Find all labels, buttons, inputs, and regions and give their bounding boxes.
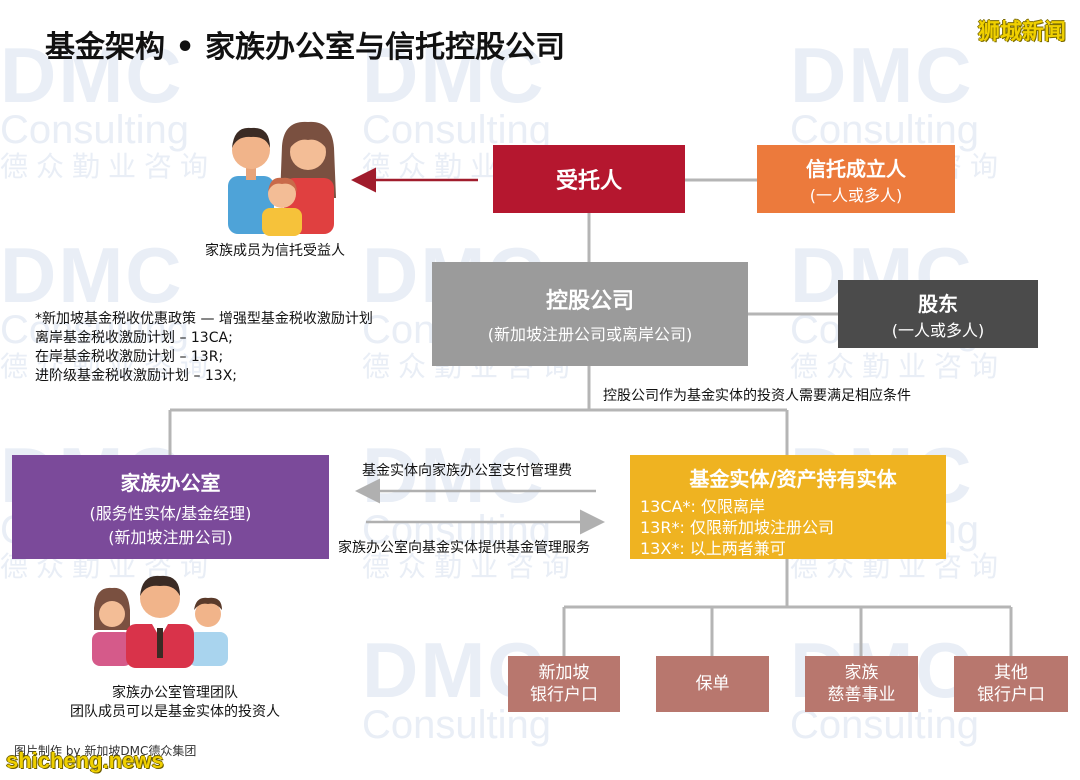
family-caption: 家族成员为信托受益人 <box>205 243 345 259</box>
account-line: 银行户口 <box>977 685 1045 705</box>
team-caption: 家族办公室管理团队 团队成员可以是基金实体的投资人 <box>0 684 350 722</box>
account-box-charity: 家族 慈善事业 <box>805 656 918 712</box>
account-box-other-bank: 其他 银行户口 <box>954 656 1068 712</box>
fund-entity-box: 基金实体/资产持有实体 13CA*: 仅限离岸 13R*: 仅限新加坡注册公司 … <box>630 455 946 559</box>
account-line: 慈善事业 <box>827 685 896 705</box>
account-line: 新加坡 <box>538 663 590 683</box>
family-office-label: 家族办公室 <box>120 470 221 495</box>
fund-entity-line: 13R*: 仅限新加坡注册公司 <box>640 518 834 537</box>
account-line: 其他 <box>994 663 1028 683</box>
holding-condition-label: 控股公司作为基金实体的投资人需要满足相应条件 <box>603 388 911 404</box>
family-office-sub2: (新加坡注册公司) <box>108 527 233 547</box>
settlor-box: 信托成立人 (一人或多人) <box>757 145 955 213</box>
trustee-box: 受托人 <box>493 145 685 213</box>
account-box-policy: 保单 <box>656 656 769 712</box>
tax-note-line: 进阶级基金税收激励计划 – 13X; <box>35 368 238 384</box>
family-office-box: 家族办公室 (服务性实体/基金经理) (新加坡注册公司) <box>12 455 329 559</box>
team-caption-line: 团队成员可以是基金实体的投资人 <box>70 704 280 720</box>
tax-incentive-note: *新加坡基金税收优惠政策 — 增强型基金税收激励计划 离岸基金税收激励计划 – … <box>35 310 373 386</box>
account-line: 家族 <box>844 663 879 683</box>
tax-note-line: *新加坡基金税收优惠政策 — 增强型基金税收激励计划 <box>35 311 373 327</box>
holding-company-box: 控股公司 (新加坡注册公司或离岸公司) <box>432 262 748 366</box>
page-title: 基金架构 • 家族办公室与信托控股公司 <box>45 30 566 65</box>
settlor-label: 信托成立人 <box>806 156 906 181</box>
holding-sub: (新加坡注册公司或离岸公司) <box>487 325 693 344</box>
family-office-sub1: (服务性实体/基金经理) <box>89 503 252 523</box>
account-box-singapore-bank: 新加坡 银行户口 <box>508 656 620 712</box>
team-caption-line: 家族办公室管理团队 <box>112 685 238 701</box>
shareholder-box: 股东 (一人或多人) <box>838 280 1038 348</box>
management-fee-label: 基金实体向家族办公室支付管理费 <box>362 463 572 479</box>
trustee-label: 受托人 <box>555 169 622 194</box>
account-line: 保单 <box>695 674 730 694</box>
fund-entity-line: 13CA*: 仅限离岸 <box>640 497 765 516</box>
shareholder-label: 股东 <box>918 291 958 316</box>
fund-entity-label: 基金实体/资产持有实体 <box>689 467 897 491</box>
shareholder-sub: (一人或多人) <box>891 320 985 340</box>
holding-label: 控股公司 <box>545 289 634 314</box>
brand-logo-top: 狮城新闻 <box>977 20 1066 45</box>
team-icon <box>92 575 228 668</box>
tax-note-line: 在岸基金税收激励计划 – 13R; <box>35 349 224 365</box>
family-icon <box>228 121 336 236</box>
tax-note-line: 离岸基金税收激励计划 – 13CA; <box>35 330 233 346</box>
account-line: 银行户口 <box>530 685 598 705</box>
brand-logo-bottom: shicheng.news <box>6 748 164 773</box>
credit-text: 图片制作 by 新加坡DMC德众集团 <box>14 744 197 758</box>
fund-entity-line: 13X*: 以上两者兼可 <box>640 539 786 558</box>
settlor-sub: (一人或多人) <box>809 185 903 205</box>
management-service-label: 家族办公室向基金实体提供基金管理服务 <box>338 540 590 556</box>
